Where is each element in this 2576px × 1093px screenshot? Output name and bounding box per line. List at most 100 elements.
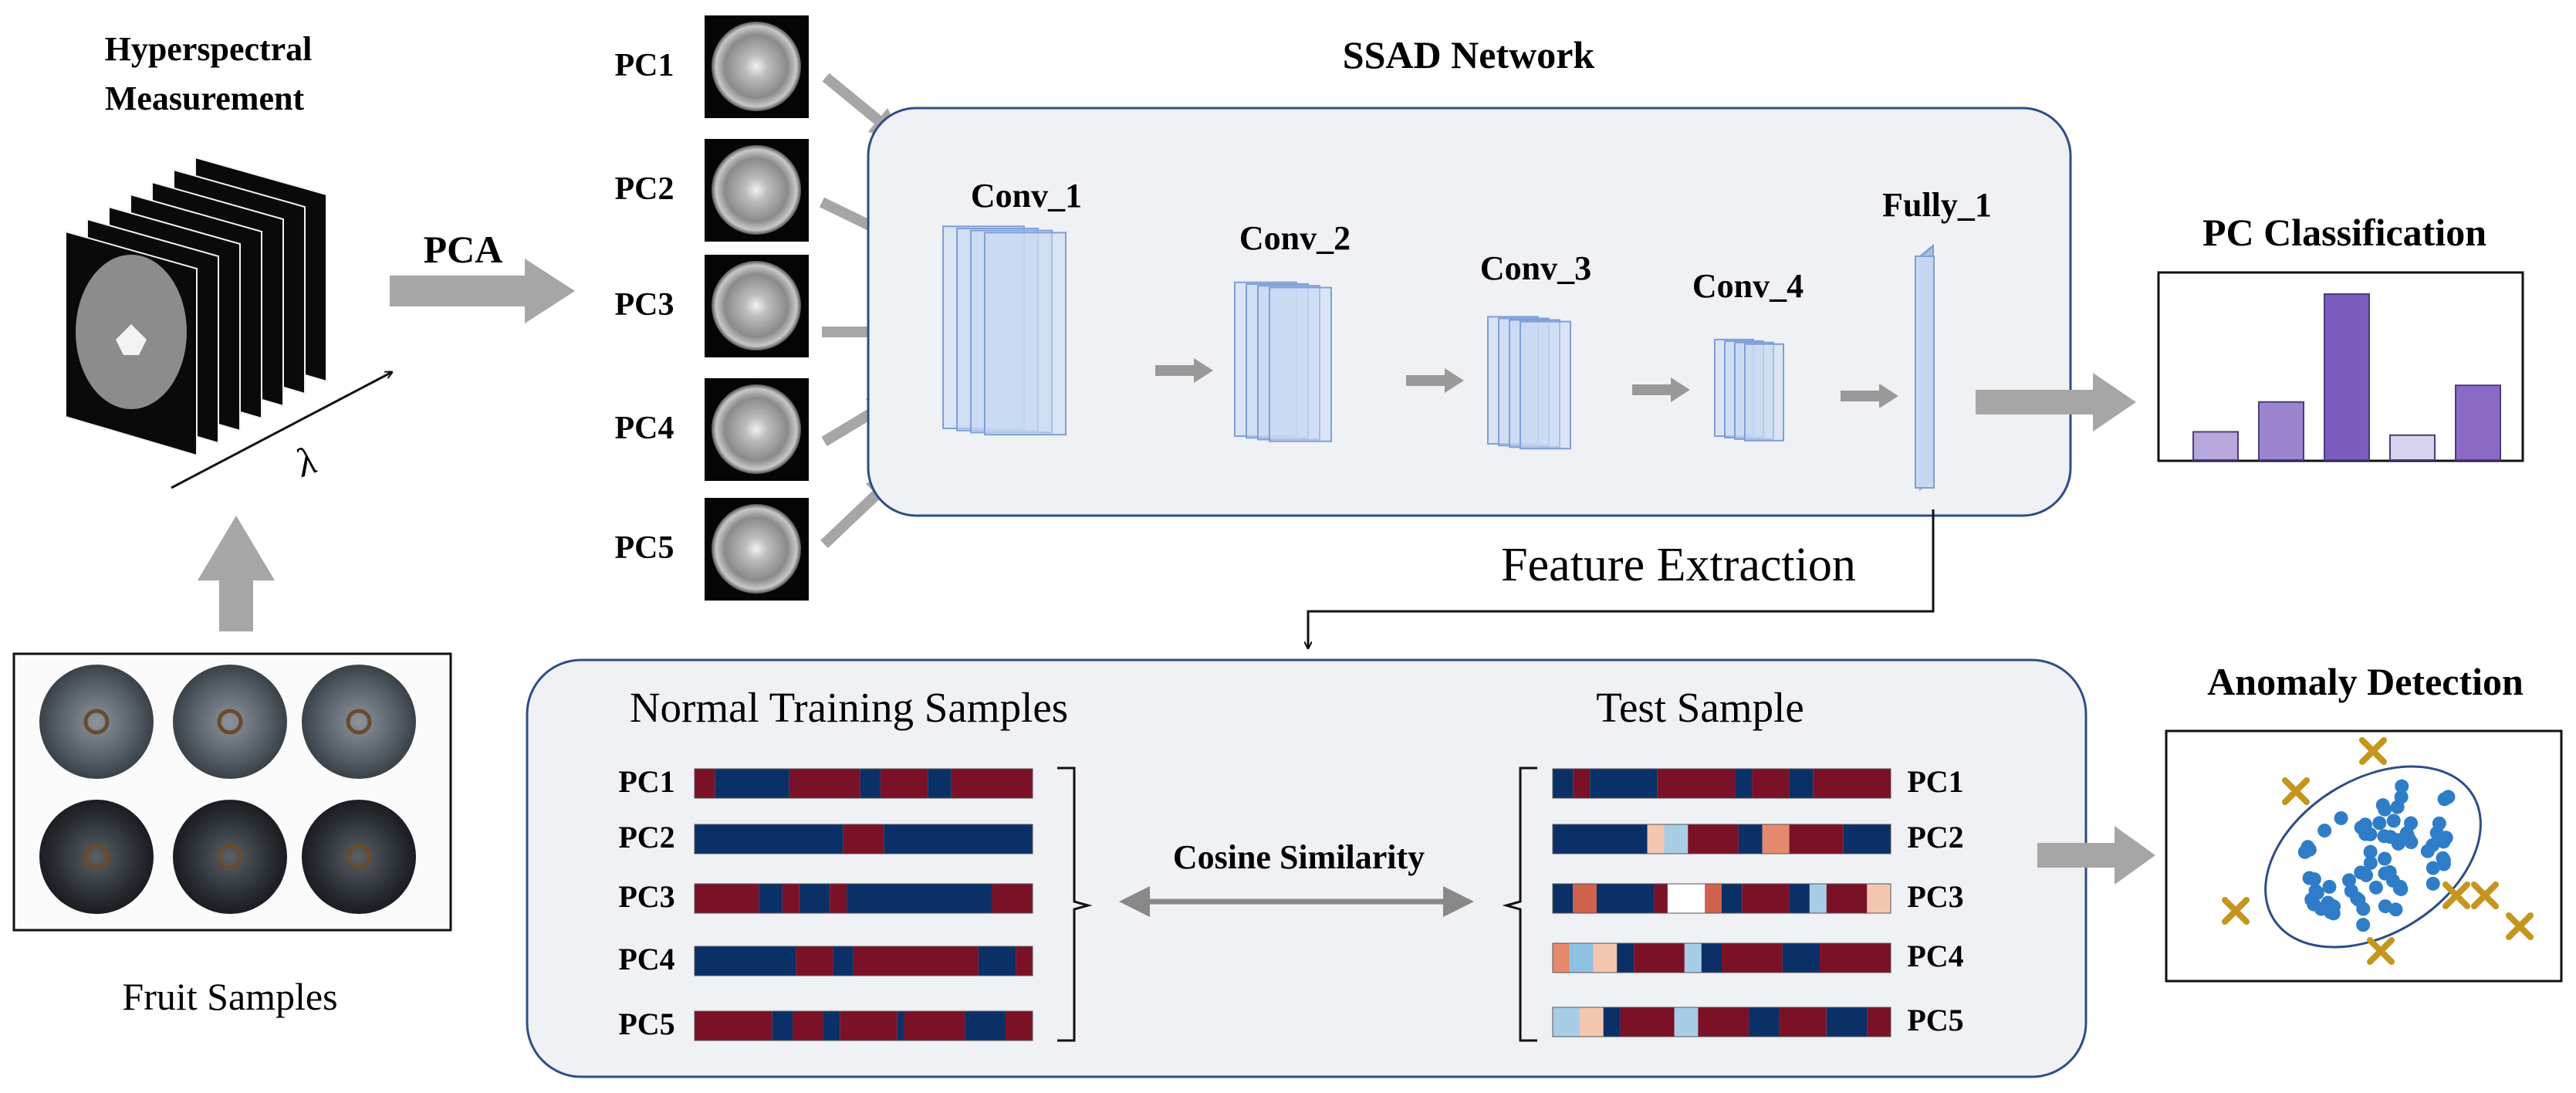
feature-segment (992, 884, 1033, 913)
feature-segment (1742, 884, 1790, 913)
feature-bar (694, 946, 1033, 976)
feature-segment (1553, 884, 1574, 913)
pca-label: PCA (424, 228, 503, 271)
feature-row-label: PC5 (618, 1007, 674, 1041)
feature-segment (715, 769, 789, 798)
feature-segment (1738, 824, 1763, 854)
feature-segment (695, 1011, 772, 1041)
hyperspectral-title-2: Measurement (105, 80, 305, 117)
blueberry-photo (302, 800, 416, 914)
feature-segment (843, 824, 884, 854)
normal-point (2426, 861, 2440, 875)
feature-segment (1620, 1007, 1675, 1037)
feature-segment (1657, 769, 1736, 798)
normal-point (2334, 810, 2348, 825)
feature-segment (860, 769, 881, 798)
feature-segment (695, 946, 796, 976)
feature-extraction-label: Feature Extraction (1501, 539, 1856, 591)
feature-segment (1722, 943, 1783, 973)
feature-segment (759, 884, 783, 913)
layer-arrow (1841, 384, 1898, 408)
anomaly-point (2222, 897, 2250, 925)
feature-bar (1552, 768, 1891, 799)
feature-segment (1684, 943, 1702, 973)
normal-point (2307, 872, 2321, 887)
blueberry-calyx (346, 709, 372, 735)
feature-segment (847, 884, 992, 913)
feature-extraction-connector (1308, 509, 1935, 648)
feature-segment (1698, 1007, 1749, 1037)
feature-segment (884, 824, 1033, 854)
blueberry-calyx (217, 709, 243, 735)
feature-segment (880, 769, 928, 798)
blueberry-photo (173, 665, 287, 779)
feature-row-label: PC3 (618, 879, 674, 914)
feature-segment (1749, 1007, 1780, 1037)
feature-segment (1617, 943, 1635, 973)
normal-point (2436, 834, 2451, 849)
feature-segment (782, 884, 800, 913)
blueberry-photo (39, 665, 154, 779)
feature-segment (840, 1011, 898, 1041)
normal-point (2317, 824, 2332, 838)
fruit-samples-caption: Fruit Samples (122, 975, 337, 1018)
classification-bar (2389, 434, 2436, 461)
layer-arrow (1155, 358, 1213, 383)
layer-label: Conv_2 (1239, 219, 1351, 257)
pc-image-fruit (712, 145, 801, 235)
feature-segment (951, 769, 1033, 798)
classification-bar (2192, 431, 2239, 462)
classification-bars (2192, 293, 2501, 462)
feature-segment (1573, 884, 1597, 913)
feature-segment (1782, 943, 1820, 973)
normal-point (2391, 836, 2405, 851)
classification-title: PC Classification (2202, 211, 2486, 254)
feature-segment (1016, 946, 1033, 976)
upward-arrow (198, 516, 275, 631)
feature-segment (1596, 884, 1655, 913)
normal-point (2386, 814, 2401, 828)
normal-point (2356, 918, 2371, 932)
feature-segment (830, 884, 847, 913)
feature-segment (1843, 824, 1891, 854)
feature-bar (694, 768, 1033, 799)
layer-label: Conv_1 (971, 177, 1082, 215)
normal-point (2378, 899, 2392, 914)
feature-segment (789, 769, 860, 798)
feature-segment (1820, 943, 1891, 973)
normal-point (2327, 899, 2341, 914)
normal-point (2368, 880, 2383, 895)
cosine-double-arrow (1119, 886, 1474, 917)
feature-segment (1813, 769, 1891, 798)
pc-input-arrow (820, 484, 887, 549)
conv-feature-map (1269, 286, 1332, 442)
feature-segment (1573, 769, 1591, 798)
feature-segment (1580, 1007, 1604, 1037)
feature-segment (695, 824, 843, 854)
feature-segment (1826, 884, 1868, 913)
normal-point (2388, 902, 2403, 917)
feature-segment (1005, 1011, 1033, 1041)
feature-row-label: PC4 (618, 942, 674, 976)
normal-point (2437, 792, 2452, 807)
feature-bar (1552, 1007, 1891, 1037)
feature-segment (1553, 769, 1574, 798)
pc-label: PC1 (615, 48, 674, 83)
normal-point (2307, 897, 2321, 912)
pc-image-fruit (712, 504, 801, 594)
feature-segment (1735, 769, 1753, 798)
feature-segment (695, 769, 715, 798)
feature-segment (1867, 884, 1891, 913)
feature-segment (823, 1011, 840, 1041)
feature-segment (928, 769, 952, 798)
anomaly-arrow (2037, 826, 2155, 885)
classification-bar (2455, 384, 2501, 461)
feature-bar (694, 883, 1033, 914)
normal-point (2404, 816, 2419, 831)
layer-label: Conv_3 (1480, 249, 1591, 287)
blueberry-photo (302, 665, 416, 779)
feature-segment (1752, 769, 1790, 798)
